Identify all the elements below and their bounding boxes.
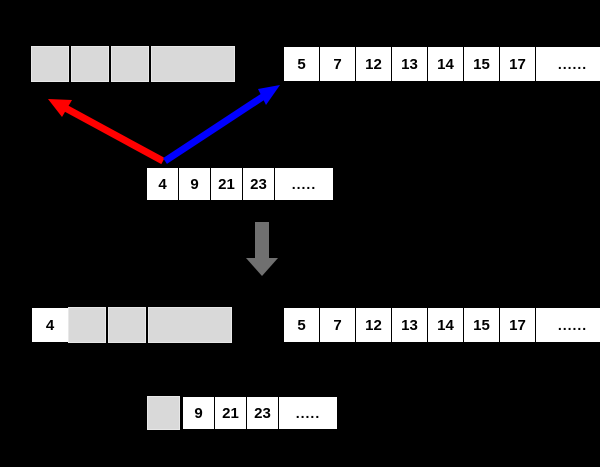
ellipsis-cell: ...... — [535, 307, 600, 343]
value-cell: 17 — [499, 307, 536, 343]
value-cell: 15 — [463, 46, 500, 82]
top-left-buffer-row — [31, 46, 235, 82]
value-cell: 14 — [427, 46, 464, 82]
value-cell: 9 — [182, 396, 215, 430]
ellipsis-cell: ..... — [278, 396, 338, 430]
value-cell: 7 — [319, 307, 356, 343]
value-cell: 23 — [246, 396, 279, 430]
gray-arrow-down — [246, 222, 278, 276]
value-cell: 9 — [178, 167, 211, 201]
value-cell: 4 — [146, 167, 179, 201]
value-cell: 4 — [31, 307, 69, 343]
empty-cell — [151, 46, 235, 82]
empty-cell — [111, 46, 149, 82]
value-cell: 12 — [355, 307, 392, 343]
value-cell: 21 — [210, 167, 243, 201]
value-cell: 17 — [499, 46, 536, 82]
bottom-left-buffer-row: 4 — [31, 307, 232, 343]
value-cell: 15 — [463, 307, 500, 343]
value-cell: 13 — [391, 46, 428, 82]
value-cell: 12 — [355, 46, 392, 82]
value-cell: 23 — [242, 167, 275, 201]
empty-cell — [68, 307, 106, 343]
blue-arrow-to-right-list — [163, 85, 280, 164]
empty-cell — [71, 46, 109, 82]
value-cell: 14 — [427, 307, 464, 343]
ellipsis-cell: ..... — [274, 167, 334, 201]
ellipsis-cell: ...... — [535, 46, 600, 82]
value-cell: 13 — [391, 307, 428, 343]
empty-cell — [108, 307, 146, 343]
value-cell: 7 — [319, 46, 356, 82]
empty-cell — [148, 307, 232, 343]
empty-cell — [31, 46, 69, 82]
value-cell: 5 — [283, 307, 320, 343]
value-cell: 21 — [214, 396, 247, 430]
empty-cell — [147, 396, 180, 430]
value-cell: 5 — [283, 46, 320, 82]
red-arrow-to-left-buffer — [48, 99, 165, 165]
